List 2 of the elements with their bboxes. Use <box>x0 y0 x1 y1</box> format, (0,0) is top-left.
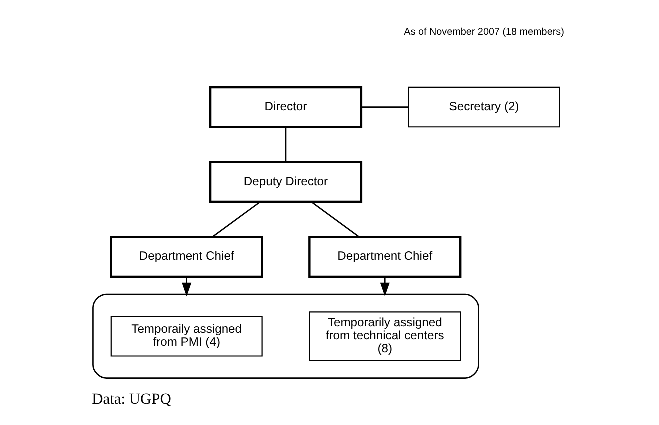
label: As of November 2007 (18 members) <box>404 26 564 38</box>
caption: Data: UGPQ <box>92 390 172 408</box>
